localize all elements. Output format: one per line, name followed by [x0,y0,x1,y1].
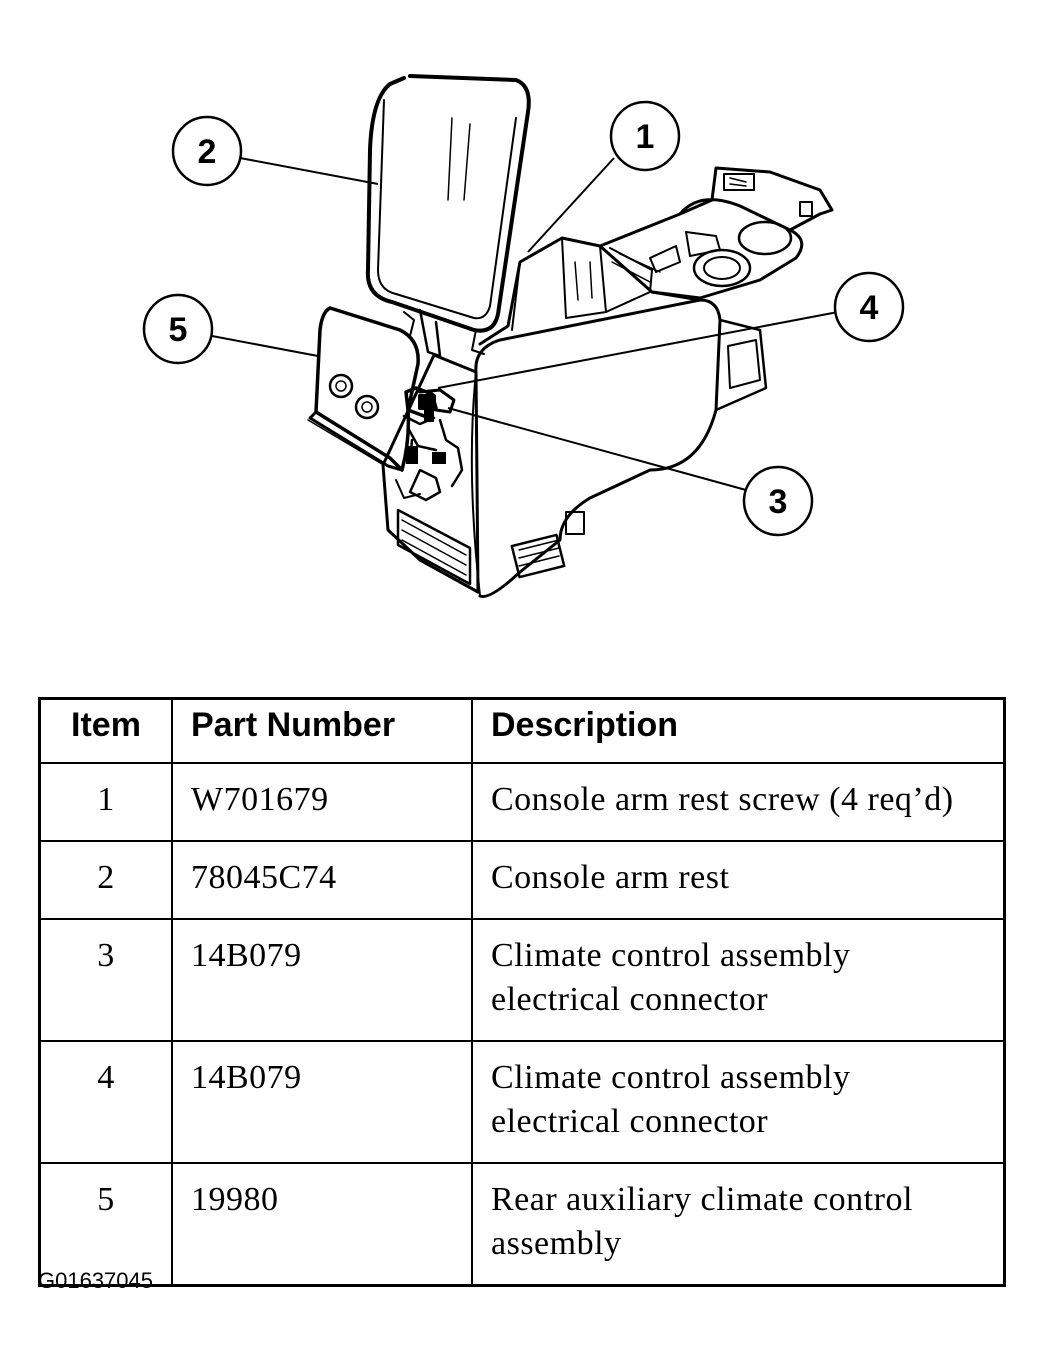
row-part-number: 14B079 [171,1040,473,1164]
leader-line-3 [447,407,747,491]
row-item: 1 [38,762,173,842]
table-row: 4 14B079 Climate control assembly electr… [38,1040,1006,1164]
climate-control-panel [314,306,420,472]
console-side-body [474,298,722,598]
row-part-number: 78045C74 [171,840,473,920]
row-part-number: W701679 [171,762,473,842]
console-illustration: 1 2 3 4 5 [142,74,905,598]
row-item: 2 [38,840,173,920]
leader-line-2 [239,157,379,185]
leader-line-1 [527,157,615,253]
arm-rest-lid [365,74,531,333]
table-header-row: Item Part Number Description [38,697,1006,764]
row-description: Climate control assembly electrical conn… [471,918,1006,1042]
control-knob-right [354,394,380,420]
header-part-number: Part Number [171,697,473,764]
front-vent [396,508,472,586]
figure-id: G01637045 [38,1268,153,1293]
header-description: Description [471,697,1006,764]
table-row: 2 78045C74 Console arm rest [38,840,1006,920]
callout-circle-1 [609,100,681,172]
table-row: 5 19980 Rear auxiliary climate control a… [38,1162,1006,1287]
parts-table: Item Part Number Description 1 W701679 C… [38,697,1006,1287]
row-item: 4 [38,1040,173,1164]
callout-circle-5 [142,293,214,365]
callout-label-1: 1 [636,118,655,156]
callout-circle-2 [171,115,243,187]
row-description: Climate control assembly electrical conn… [471,1040,1006,1164]
callout-label-4: 4 [860,289,879,327]
table-row: 1 W701679 Console arm rest screw (4 req’… [38,762,1006,842]
row-item: 3 [38,918,173,1042]
table-row: 3 14B079 Climate control assembly electr… [38,918,1006,1042]
row-description: Console arm rest [471,840,1006,920]
callout-circle-3 [742,465,814,537]
leader-line-4 [437,311,839,389]
callout-label-3: 3 [769,483,788,521]
callout-label-2: 2 [198,133,217,171]
leader-line-5 [211,335,319,357]
side-vent [510,533,566,579]
control-knob-left [328,373,354,399]
row-item: 5 [38,1162,173,1287]
row-part-number: 19980 [171,1162,473,1287]
cup-holder-tray [598,166,834,248]
row-part-number: 14B079 [171,918,473,1042]
callout-label-5: 5 [169,311,188,349]
row-description: Rear auxiliary climate control assembly [471,1162,1006,1287]
callout-circle-4 [833,271,905,343]
row-description: Console arm rest screw (4 req’d) [471,762,1006,842]
header-item: Item [38,697,173,764]
